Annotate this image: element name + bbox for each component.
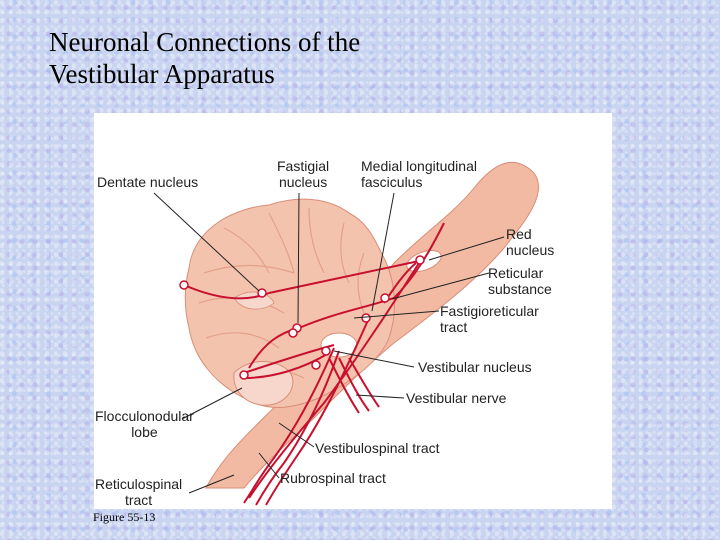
leader-reticulospinal xyxy=(188,474,235,494)
neuron-cells xyxy=(179,255,425,380)
label-rubrospinal-tract: Rubrospinal tract xyxy=(280,470,386,486)
leader-flocculonodular xyxy=(181,387,243,420)
label-vestibular-nerve: Vestibular nerve xyxy=(406,390,507,406)
tract-fastigial-to-red xyxy=(268,260,420,294)
flocculonodular-lobe xyxy=(233,361,294,406)
label-reticular-line-2: substance xyxy=(488,281,552,297)
label-vestibulospinal-tract: Vestibulospinal tract xyxy=(315,440,440,456)
leader-fastigial xyxy=(297,192,300,324)
leader-vestibular-nucleus xyxy=(333,350,415,368)
neuron-fastigial-c xyxy=(288,328,298,338)
tract-vestibulospinal-2 xyxy=(255,350,340,506)
tract-vestibular-nerve-2 xyxy=(338,357,370,412)
leader-lines xyxy=(153,192,505,494)
label-fastigioreticular-line-1: Fastigioreticular xyxy=(440,303,539,319)
label-red-nucleus: Red nucleus xyxy=(506,226,554,258)
label-flocculonodular-line-1: Flocculonodular xyxy=(95,408,194,424)
label-mlf-line-2: fasciculus xyxy=(361,174,423,190)
neuron-mlf xyxy=(361,313,371,323)
leader-reticular xyxy=(391,272,490,300)
label-mlf-line-1: Medial longitudinal xyxy=(361,158,477,174)
label-red-line-2: nucleus xyxy=(506,242,555,258)
neuron-fastigial-a xyxy=(257,288,267,298)
leader-vestibulospinal xyxy=(278,422,315,448)
neuron-vestibular-a xyxy=(321,346,331,356)
leader-dentate xyxy=(153,192,260,292)
label-red-line-1: Red xyxy=(506,226,532,242)
label-flocculonodular-lobe: Flocculonodular lobe xyxy=(95,408,194,440)
diagram-drawing xyxy=(153,161,540,506)
label-reticular-line-1: Reticular xyxy=(488,265,544,281)
tract-vestibular-nucleus-2 xyxy=(243,352,330,379)
label-fastigial-nucleus: Fastigial nucleus xyxy=(277,158,329,190)
leader-rubrospinal xyxy=(258,452,280,479)
label-flocculonodular-line-2: lobe xyxy=(131,424,158,440)
neuron-reticular xyxy=(380,293,390,303)
slide-title: Neuronal Connections of the Vestibular A… xyxy=(49,26,360,90)
leader-red xyxy=(428,236,505,261)
label-medial-longitudinal-fasciculus: Medial longitudinal fasciculus xyxy=(361,158,477,190)
label-reticulospinal-line-2: tract xyxy=(124,492,153,508)
tract-reticulospinal xyxy=(265,317,370,506)
neuron-vestibular-b xyxy=(311,360,321,370)
vestibular-diagram: Dentate nucleus Fastigial nucleus Medial… xyxy=(94,113,612,509)
leader-fastigioreticular xyxy=(353,310,440,319)
label-dentate-nucleus: Dentate nucleus xyxy=(97,174,199,190)
label-reticulospinal-line-1: Reticulospinal xyxy=(95,476,183,492)
label-fastigioreticular-tract: Fastigioreticular tract xyxy=(440,303,539,335)
label-fastigial-line-2: nucleus xyxy=(278,174,328,190)
neuron-flocculus xyxy=(239,370,249,380)
neuron-dentate xyxy=(179,280,189,290)
label-fastigioreticular-line-2: tract xyxy=(440,319,468,335)
label-vestibular-nucleus: Vestibular nucleus xyxy=(418,359,532,375)
figure-caption: Figure 55-13 xyxy=(93,510,156,524)
tract-vestibular-nerve-1 xyxy=(328,357,360,414)
leader-vestibular-nerve xyxy=(355,394,405,399)
title-line-2: Vestibular Apparatus xyxy=(49,59,275,89)
neuron-red xyxy=(415,255,425,265)
tract-vestibular-nerve-3 xyxy=(348,357,380,408)
title-line-1: Neuronal Connections of the xyxy=(49,27,361,57)
tract-vestibulospinal-1 xyxy=(243,347,335,504)
label-reticular-substance: Reticular substance xyxy=(488,265,552,297)
label-fastigial-line-1: Fastigial xyxy=(277,158,330,174)
label-reticulospinal-tract: Reticulospinal tract xyxy=(95,476,182,508)
leader-mlf xyxy=(371,192,395,312)
